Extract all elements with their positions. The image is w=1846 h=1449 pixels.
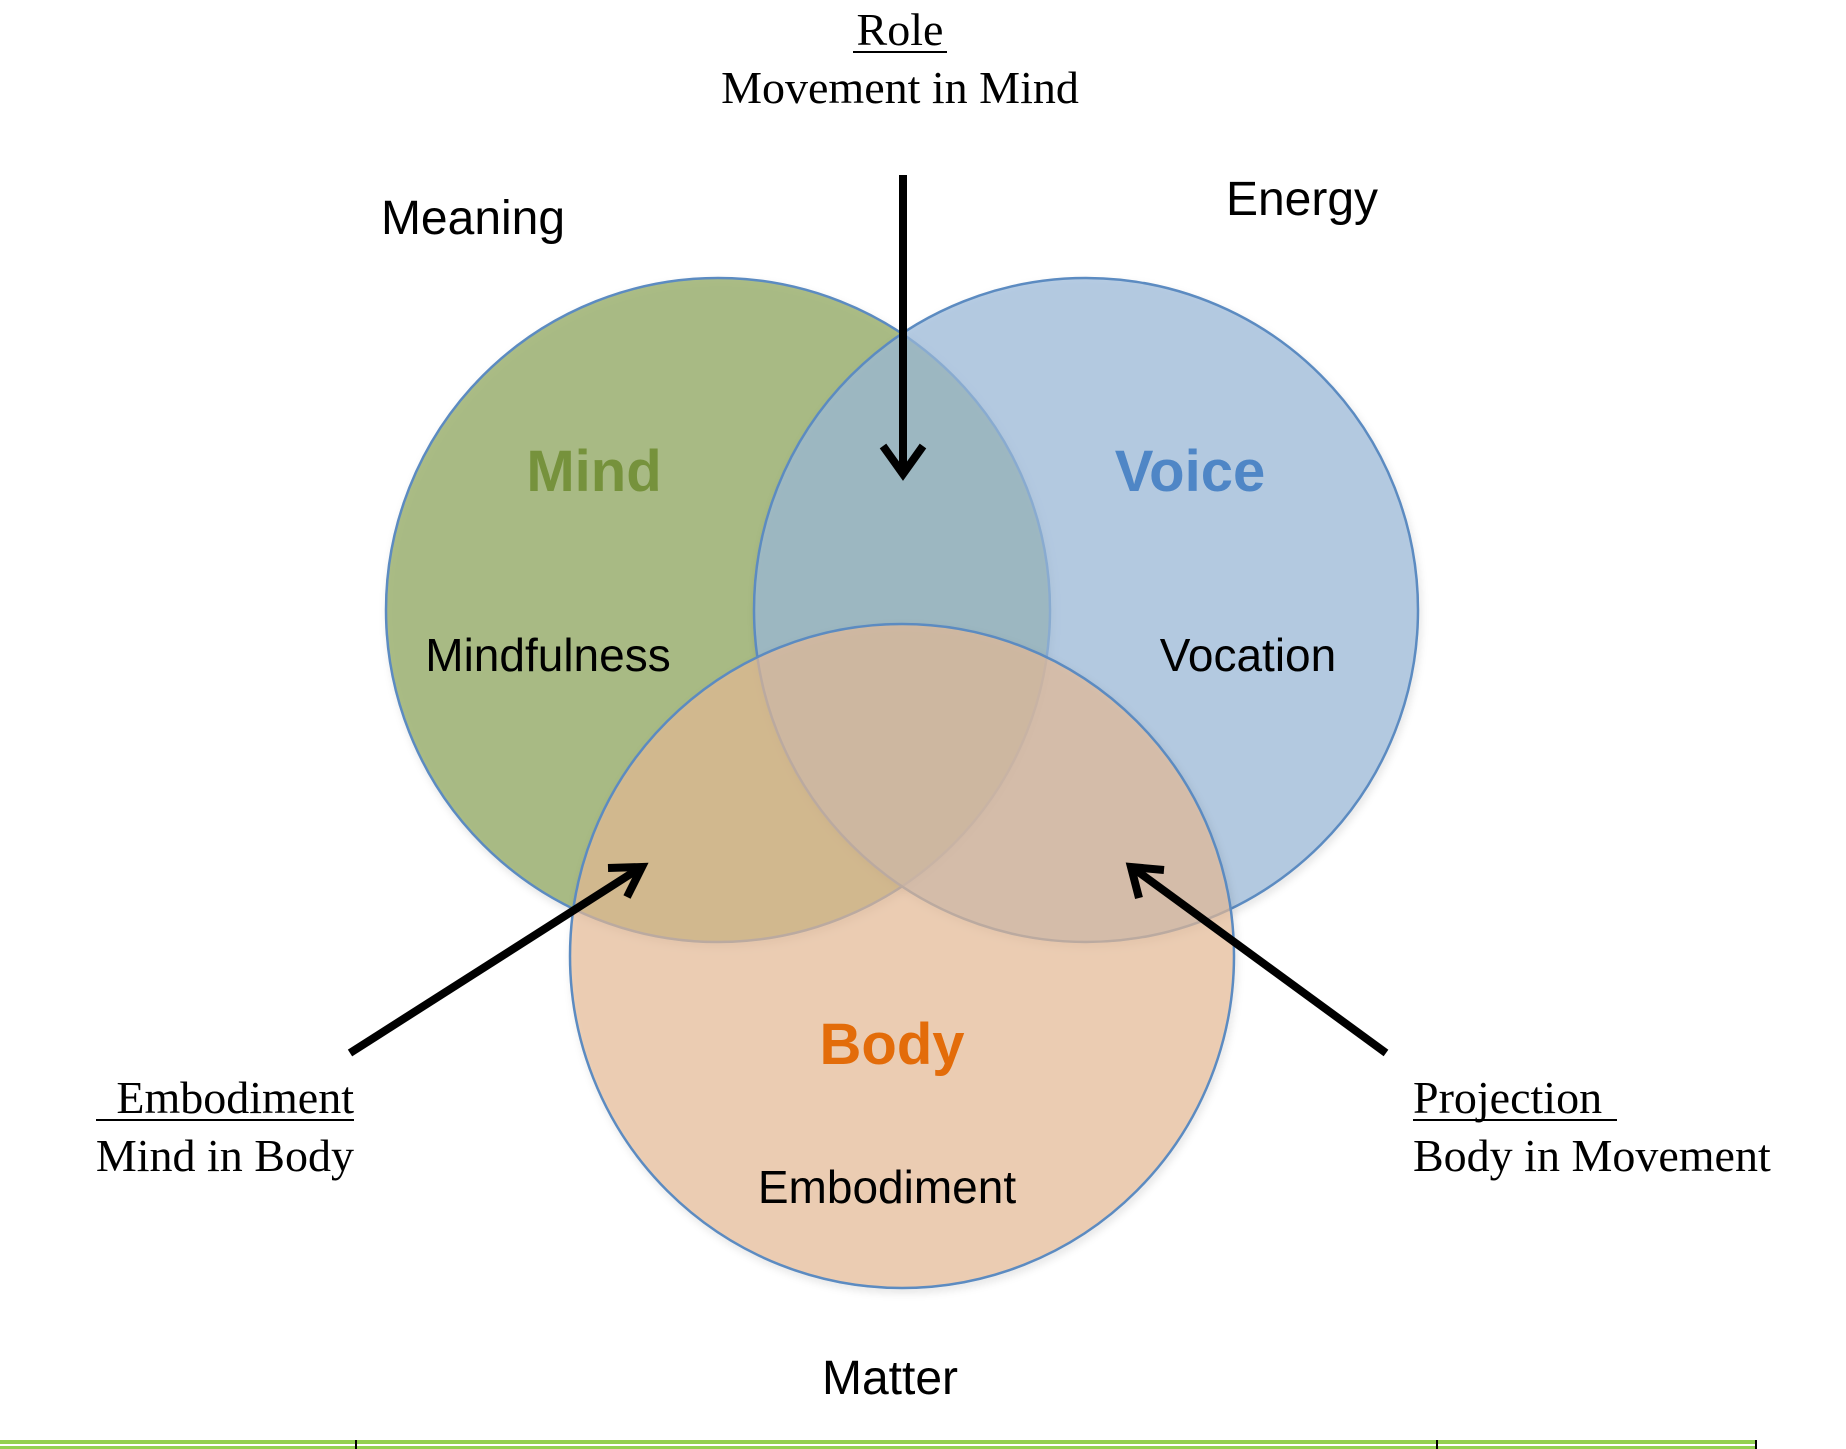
role-subtext: Movement in Mind <box>721 62 1079 113</box>
meaning-label: Meaning <box>381 192 565 245</box>
energy-label: Energy <box>1226 173 1378 226</box>
left-arrow <box>347 862 649 1057</box>
embodiment-subtext: Mind in Body <box>96 1130 354 1181</box>
top-arrow <box>879 175 927 481</box>
voice-subtitle: Vocation <box>1160 629 1336 681</box>
body-circle <box>568 622 1236 1290</box>
body-subtitle: Embodiment <box>758 1161 1016 1213</box>
matter-label: Matter <box>822 1352 958 1405</box>
table-border-fragment <box>0 1440 1757 1449</box>
embodiment-heading: Embodiment <box>116 1072 354 1123</box>
mind-subtitle: Mindfulness <box>425 629 670 681</box>
body-title: Body <box>820 1012 965 1077</box>
voice-title: Voice <box>1115 439 1265 504</box>
mind-title: Mind <box>526 439 661 504</box>
right-arrow <box>1125 862 1389 1057</box>
projection-heading: Projection <box>1413 1072 1602 1123</box>
projection-subtext: Body in Movement <box>1413 1130 1771 1181</box>
role-heading: Role <box>857 4 944 55</box>
